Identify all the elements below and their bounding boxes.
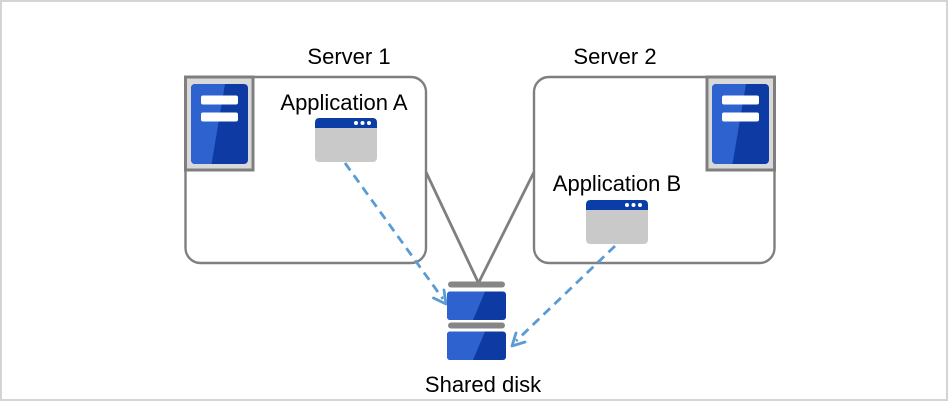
disk-cap bbox=[448, 281, 505, 288]
arrow-app-a-to-disk bbox=[343, 162, 448, 306]
app-window-titlebar bbox=[315, 118, 377, 128]
application-a-app-window-icon bbox=[315, 118, 377, 162]
app-window-dot bbox=[631, 203, 636, 207]
app-window-dot bbox=[360, 121, 365, 125]
connector-server1-to-disk bbox=[424, 171, 480, 283]
server1-label: Server 1 bbox=[307, 44, 390, 69]
server2-server-tower-icon bbox=[705, 75, 776, 172]
arrow-shaft bbox=[515, 244, 616, 343]
server-icon-slot bbox=[722, 112, 759, 122]
app-window-body bbox=[315, 128, 377, 162]
app-window-dot bbox=[367, 121, 371, 125]
app-window-dot bbox=[625, 203, 629, 207]
disk-platter-highlight bbox=[447, 291, 485, 320]
application-a-label: Application A bbox=[280, 90, 408, 115]
disk-stack-icon bbox=[447, 281, 506, 360]
app-window-dot bbox=[638, 203, 642, 207]
disk-platter-highlight bbox=[447, 331, 485, 360]
app-window-body bbox=[586, 210, 648, 244]
shared-disk-label: Shared disk bbox=[425, 372, 542, 397]
arrowhead-icon bbox=[432, 288, 448, 306]
shared-disk-node: Shared disk bbox=[425, 281, 542, 397]
arrowhead-icon bbox=[510, 331, 527, 348]
application-b-node: Application B bbox=[553, 171, 681, 244]
app-window-titlebar bbox=[586, 200, 648, 210]
server-icon-slot bbox=[201, 112, 238, 122]
application-b-app-window-icon bbox=[586, 200, 648, 244]
arrow-shaft bbox=[343, 162, 445, 300]
server-icon-slot bbox=[201, 95, 238, 105]
disk-cap bbox=[448, 322, 505, 329]
arrow-app-b-to-disk bbox=[510, 244, 616, 348]
application-b-label: Application B bbox=[553, 171, 681, 196]
connector-server2-to-disk bbox=[477, 171, 536, 283]
application-a-node: Application A bbox=[280, 90, 408, 162]
server2-label: Server 2 bbox=[573, 44, 656, 69]
server1-server-tower-icon bbox=[184, 75, 255, 172]
server-icon-slot bbox=[722, 95, 759, 105]
app-window-dot bbox=[354, 121, 358, 125]
